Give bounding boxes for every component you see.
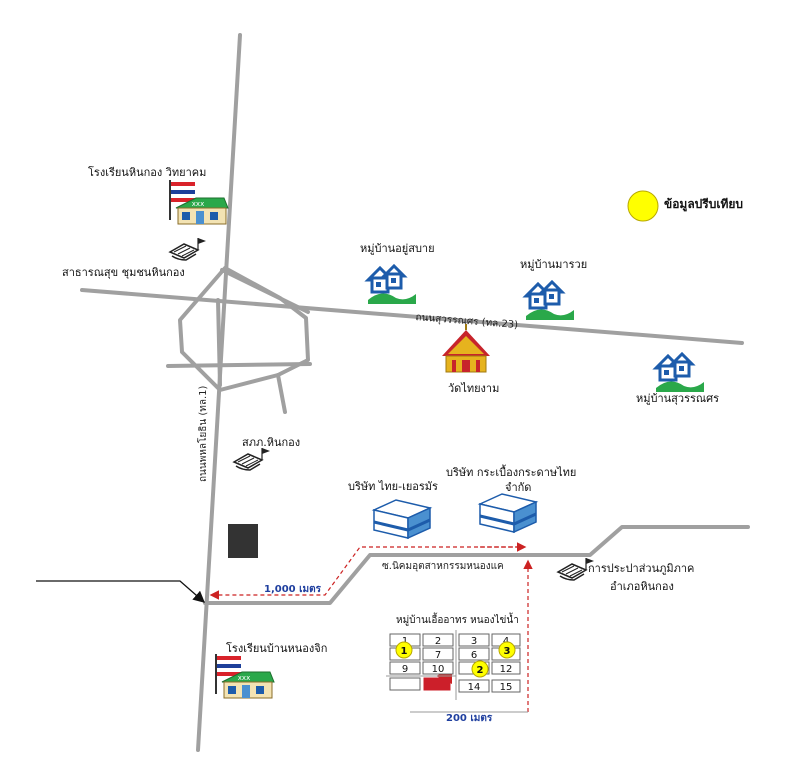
village-yusabai-icon <box>366 264 418 306</box>
label-temple: วัดไทยงาม <box>448 382 500 395</box>
comparison-marker-1 <box>395 641 413 659</box>
label-police: สภภ.หินกอง <box>242 436 301 449</box>
plot-num-4: 4 <box>503 636 509 647</box>
plot-6 <box>458 647 490 661</box>
comparison-marker-2-label: 2 <box>477 665 484 676</box>
comparison-markers: 1 2 3 <box>395 641 516 678</box>
location-pointer-arrow <box>36 580 205 603</box>
label-school-hinkong: โรงเรียนหินกอง วิทยาคม <box>88 166 207 179</box>
plot-num-6: 6 <box>471 650 477 661</box>
label-company-thai-german: บริษัท ไทย-เยอรมัร <box>348 480 438 493</box>
plot-num-12: 12 <box>500 664 513 675</box>
plot-10 <box>422 661 454 675</box>
label-company-tiles-1: บริษัท กระเบื้องกระดาษไทย <box>446 466 577 479</box>
plot-12 <box>491 661 521 675</box>
road-industrial <box>203 525 750 605</box>
label-subdivision: หมู่บ้านเอื้ออาทร หนองไข่น้ำ <box>396 615 519 626</box>
label-school-nongjik: โรงเรียนบ้านหนองจิก <box>226 642 328 655</box>
school-nongjik-icon <box>215 653 275 699</box>
label-village-marauay: หมู่บ้านมารวย <box>520 258 588 271</box>
label-waterworks-1: การประปาส่วนภูมิภาค <box>588 562 695 575</box>
label-village-suwannason: หมู่บ้านสุวรรณศร <box>636 392 719 405</box>
plot-15 <box>491 679 521 693</box>
company-tiles-icon <box>478 492 538 534</box>
plot-num-10: 10 <box>432 664 445 675</box>
legend-label: ข้อมูลปรีบเทียบ <box>664 197 744 211</box>
label-health-center: สาธารณสุข ชุมชนหินกอง <box>62 266 185 279</box>
road-suwannason <box>80 288 744 345</box>
plot-blank-d <box>389 677 421 691</box>
plot-num-9: 9 <box>402 664 408 675</box>
ramp-4 <box>276 373 287 414</box>
label-distance-1000: 1,000 เมตร <box>264 584 321 595</box>
road-network <box>80 33 750 752</box>
plot-num-3: 3 <box>471 636 477 647</box>
ramp-2 <box>216 298 222 387</box>
plot-num-14: 14 <box>468 682 481 693</box>
temple-icon <box>442 324 490 373</box>
plot-num-7: 7 <box>435 650 441 661</box>
health-center-icon <box>169 237 207 261</box>
village-marauay-icon <box>524 280 576 322</box>
police-icon <box>233 447 271 471</box>
plot-num-1: 1 <box>402 636 408 647</box>
dark-block <box>228 524 258 558</box>
label-company-tiles-2: จำกัด <box>505 481 532 494</box>
plot-3 <box>458 633 490 647</box>
plot-9 <box>389 661 421 675</box>
label-waterworks-2: อำเภอหินกอง <box>610 580 674 593</box>
plot-14 <box>458 679 490 693</box>
road-phahonyothin <box>196 33 242 752</box>
comparison-marker-3-label: 3 <box>504 646 511 657</box>
label-village-yusabai: หมู่บ้านอยู่สบาย <box>360 242 435 255</box>
plot-num-2: 2 <box>435 636 441 647</box>
distance-paths <box>209 542 533 713</box>
plot-red <box>423 677 451 691</box>
label-road-phahonyothin: ถนนพหลโยธิน (ทล.1) <box>198 385 209 482</box>
label-distance-200: 200 เมตร <box>446 713 493 724</box>
interchange-loop <box>178 266 310 392</box>
school-hinkong-icon <box>169 179 229 225</box>
comparison-marker-1-label: 1 <box>401 646 408 657</box>
distance-path-1000 <box>209 546 520 600</box>
ramp-3 <box>166 362 312 368</box>
plot-numbers: 1 2 3 4 7 6 9 10 12 14 15 <box>402 636 513 693</box>
ramp-1 <box>220 268 310 314</box>
village-suwannason-icon <box>654 352 706 394</box>
company-thai-german-icon <box>372 498 432 540</box>
legend-marker <box>627 190 659 222</box>
plot-7 <box>422 647 454 661</box>
label-road-industrial: ซ.นิคมอุตสาหกรรมหนองแค <box>382 561 504 572</box>
plot-2 <box>422 633 454 647</box>
comparison-marker-3 <box>498 641 516 659</box>
comparison-marker-2 <box>471 660 489 678</box>
plot-num-15: 15 <box>500 682 513 693</box>
